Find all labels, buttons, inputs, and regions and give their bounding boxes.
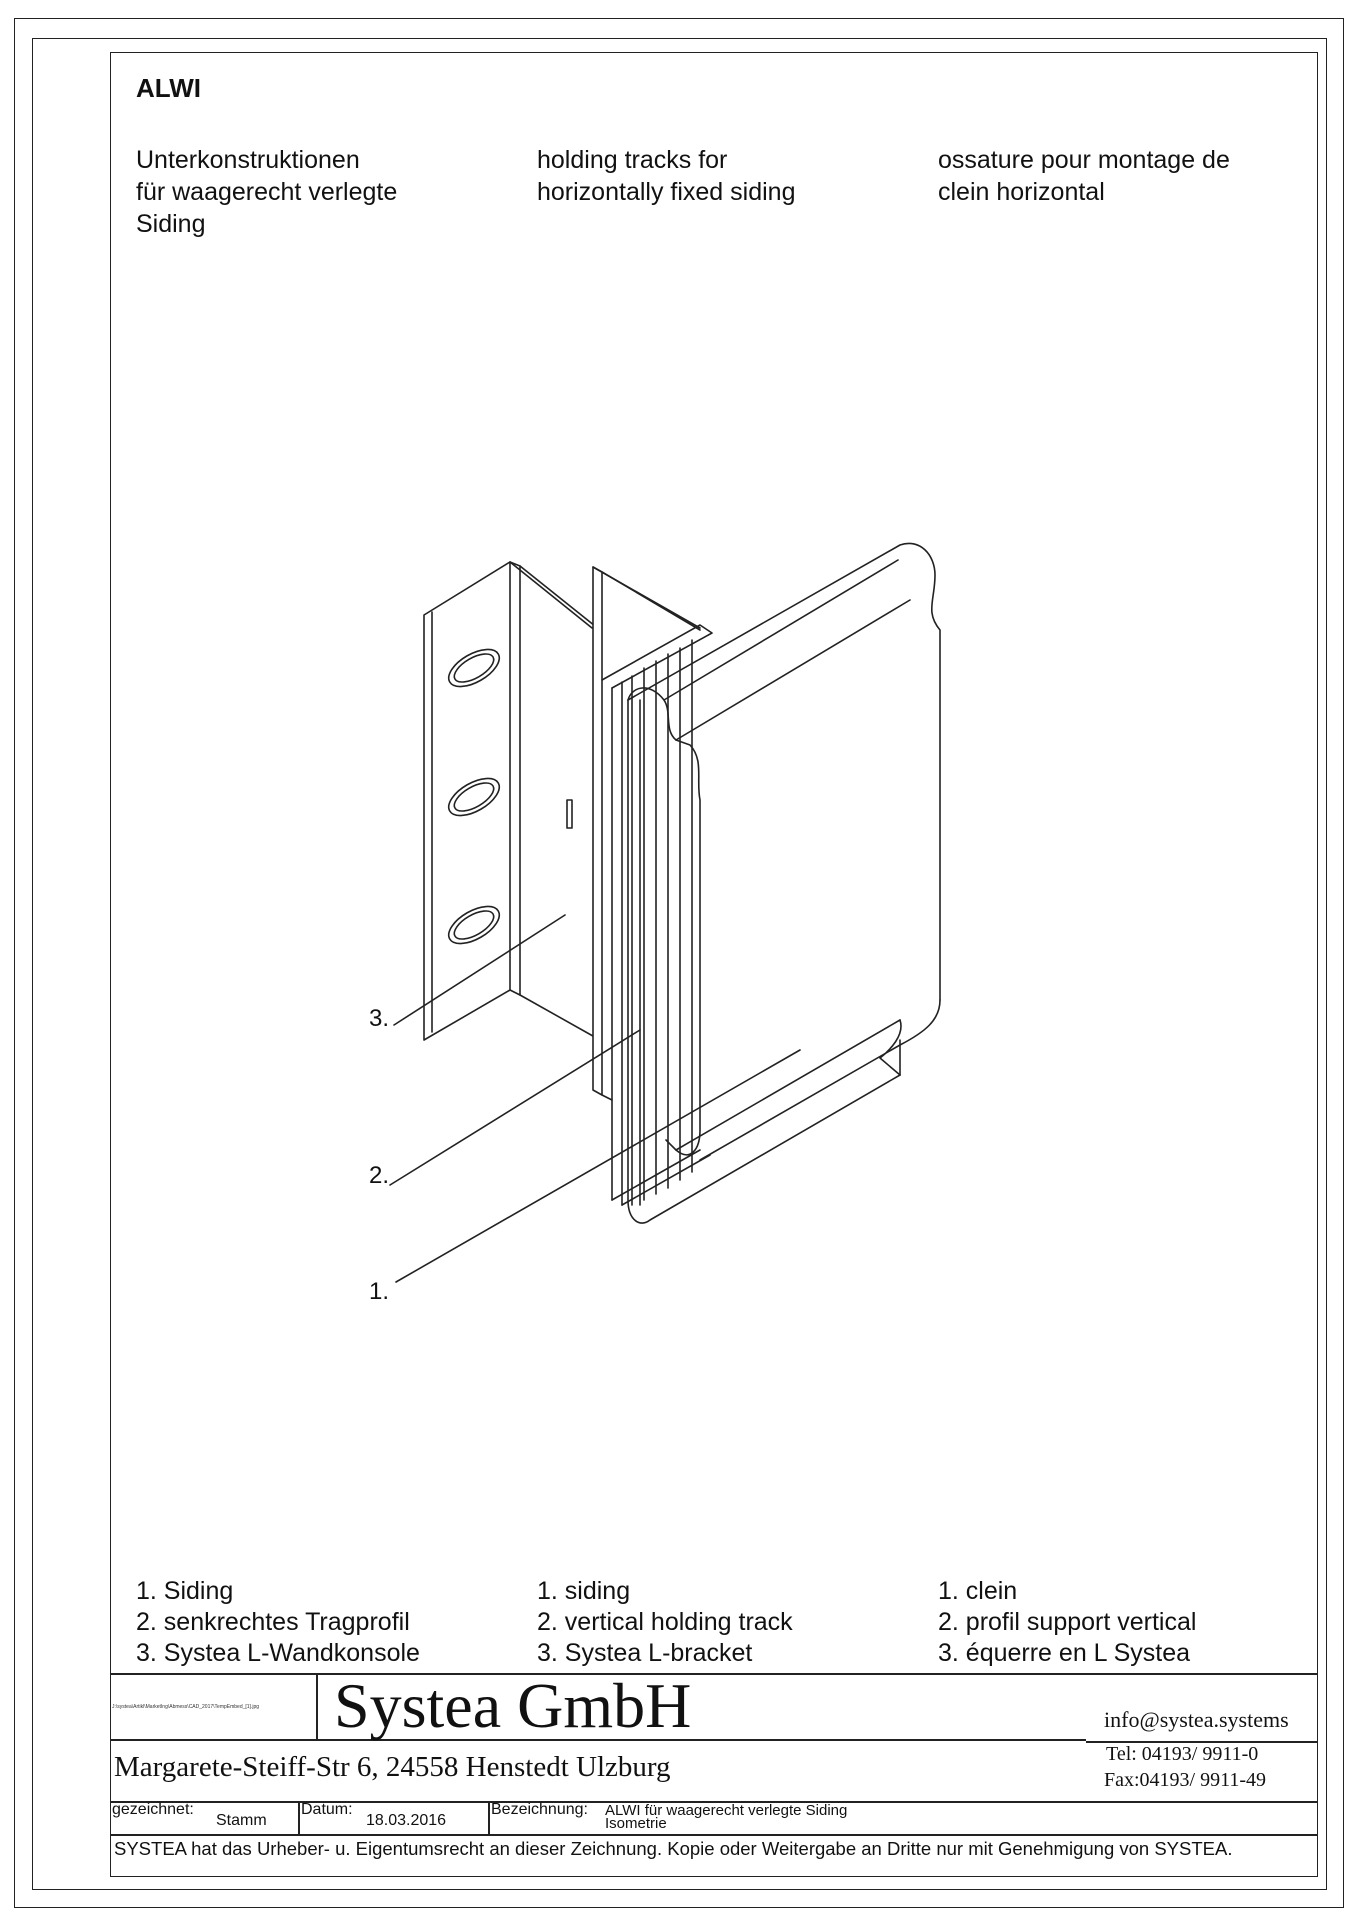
- leader-line-1: [395, 1049, 801, 1283]
- drawing-border: [110, 52, 1318, 1877]
- company-address: Margarete-Steiff-Str 6, 24558 Henstedt U…: [114, 1751, 671, 1783]
- leader-line-2: [389, 1029, 641, 1186]
- titleblock-div-date: [488, 1801, 490, 1834]
- copyright-notice: SYSTEA hat das Urheber- u. Eigentumsrech…: [114, 1838, 1233, 1859]
- legend-en-3: 3. Systea L-bracket: [537, 1639, 753, 1667]
- titleblock-company-divider: [316, 1673, 318, 1739]
- legend-en-1: 1. siding: [537, 1577, 631, 1605]
- titleblock-copyright-line: [110, 1834, 1318, 1836]
- legend-french: 1. clein 2. profil support vertical 3. é…: [938, 1576, 1196, 1669]
- company-email: info@systea.systems: [1104, 1707, 1289, 1732]
- l-bracket-part: [423, 561, 601, 1041]
- outer-frame: [14, 18, 1344, 1908]
- date-label: Datum:: [301, 1801, 353, 1818]
- titleblock-top-line: [110, 1673, 1318, 1675]
- legend-english: 1. siding 2. vertical holding track 3. S…: [537, 1576, 793, 1669]
- inner-frame: [32, 38, 1327, 1890]
- company-name: Systea GmbH: [334, 1670, 692, 1741]
- leader-line-3: [393, 914, 566, 1026]
- legend-fr-1: 1. clein: [938, 1577, 1018, 1605]
- legend-en-2: 2. vertical holding track: [537, 1608, 793, 1636]
- titleblock-mid-line-right: [1086, 1741, 1318, 1743]
- file-path: J:\systea\Artikl\MarketIng\Abmess\CAD_20…: [112, 1704, 260, 1710]
- designation-sub: Isometrie: [605, 1815, 667, 1832]
- drawn-value: Stamm: [216, 1812, 267, 1829]
- legend-de-2: 2. senkrechtes Tragprofil: [136, 1608, 410, 1636]
- company-tel: Tel: 04193/ 9911-0: [1106, 1743, 1259, 1765]
- drawing-title: ALWI: [136, 73, 201, 103]
- siding-part: [627, 542, 941, 1224]
- vertical-track-part: [592, 566, 713, 1206]
- legend-fr-2: 2. profil support vertical: [938, 1608, 1197, 1636]
- callout-1: 1.: [369, 1278, 390, 1305]
- designation-value: ALWI für waagerecht verlegte Siding: [605, 1802, 848, 1819]
- callout-2: 2.: [369, 1162, 390, 1189]
- titleblock-info-line: [110, 1801, 1318, 1803]
- legend-de-1: 1. Siding: [136, 1577, 234, 1605]
- legend-german: 1. Siding 2. senkrechtes Tragprofil 3. S…: [136, 1576, 420, 1669]
- legend-de-3: 3. Systea L-Wandkonsole: [136, 1639, 420, 1667]
- drawn-label: gezeichnet:: [112, 1801, 194, 1818]
- titleblock-mid-line-left: [110, 1739, 1086, 1741]
- description-german: Unterkonstruktionen für waagerecht verle…: [136, 146, 398, 238]
- description-english: holding tracks for horizontally fixed si…: [537, 146, 796, 206]
- date-value: 18.03.2016: [366, 1812, 447, 1829]
- company-fax: Fax:04193/ 9911-49: [1104, 1769, 1267, 1791]
- callout-3: 3.: [369, 1005, 390, 1032]
- titleblock-div-drawn: [298, 1801, 300, 1834]
- description-french: ossature pour montage de clein horizonta…: [938, 146, 1230, 206]
- legend-fr-3: 3. équerre en L Systea: [938, 1639, 1191, 1667]
- designation-label: Bezeichnung:: [491, 1801, 588, 1818]
